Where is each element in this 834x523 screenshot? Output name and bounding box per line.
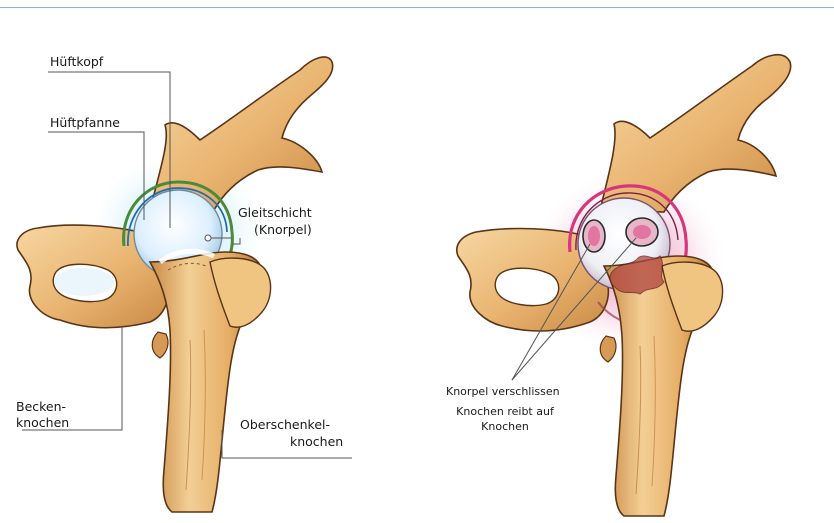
label-knorpel-verschlissen: Knorpel verschlissen — [446, 384, 560, 399]
label-knochen-oberschenkel: knochen — [290, 433, 343, 450]
label-knochen-becken: knochen — [16, 414, 69, 431]
arthritic-pelvis-ilium — [600, 55, 791, 212]
label-knorpel: (Knorpel) — [254, 221, 312, 238]
arthritic-hip — [457, 55, 791, 516]
arthritic-obturator-foramen — [495, 268, 558, 305]
label-hueftkopf: Hüftkopf — [50, 53, 103, 70]
label-oberschenkel: Oberschenkel- — [240, 416, 330, 433]
label-hueftpfanne: Hüftpfanne — [50, 114, 120, 131]
label-knochen-reibt: Knochen reibt auf — [446, 404, 564, 419]
label-becken: Becken- — [16, 398, 66, 415]
label-gleitschicht: Gleitschicht — [238, 204, 312, 221]
label-knochen-reibt-2: Knochen — [446, 419, 564, 434]
